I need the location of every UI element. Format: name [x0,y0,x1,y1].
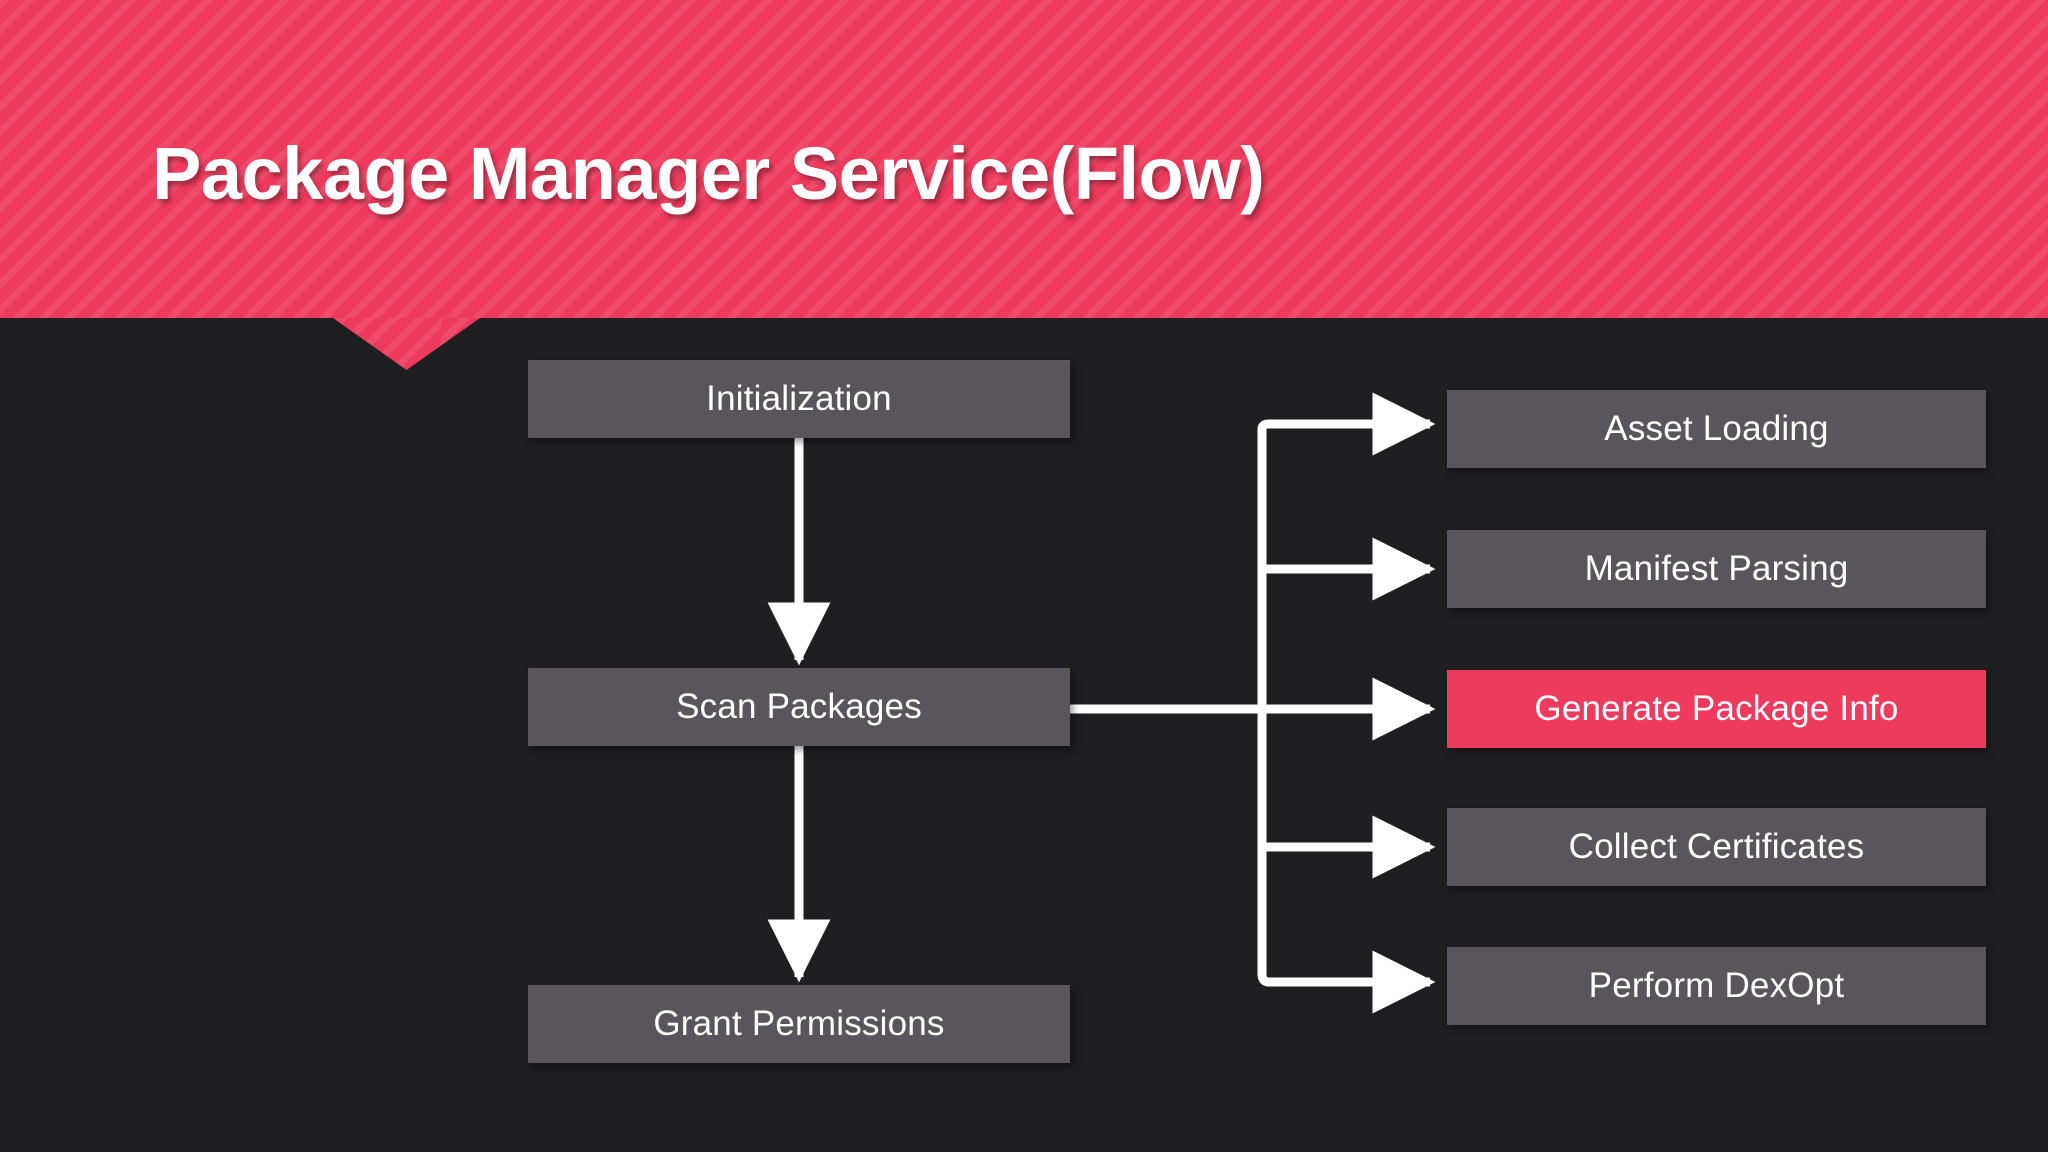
banner-notch-arrow [333,318,480,370]
title-banner [0,0,2048,318]
connector-trunk-to-asset-loading [1257,392,1436,456]
flow-node-label: Scan Packages [676,687,922,726]
flow-node-scan-packages[interactable]: Scan Packages [528,668,1070,746]
flow-node-label: Perform DexOpt [1588,966,1845,1005]
flow-node-label: Initialization [706,379,892,418]
flow-node-grant-permissions[interactable]: Grant Permissions [528,985,1070,1063]
flow-node-label: Asset Loading [1604,409,1829,448]
flow-node-collect-certificates[interactable]: Collect Certificates [1447,808,1986,886]
flow-node-initialization[interactable]: Initialization [528,360,1070,438]
page-title: Package Manager Service(Flow) [152,132,1265,215]
flow-node-label: Collect Certificates [1568,827,1865,866]
flow-node-perform-dexopt[interactable]: Perform DexOpt [1447,947,1986,1025]
flow-node-asset-loading[interactable]: Asset Loading [1447,390,1986,468]
flow-node-label: Grant Permissions [653,1004,945,1043]
connector-trunk-to-perform-dexopt [1257,950,1436,1014]
flow-node-generate-package-info[interactable]: Generate Package Info [1447,670,1986,748]
flow-node-label: Manifest Parsing [1584,549,1849,588]
flow-node-manifest-parsing[interactable]: Manifest Parsing [1447,530,1986,608]
flow-node-label: Generate Package Info [1534,689,1899,728]
